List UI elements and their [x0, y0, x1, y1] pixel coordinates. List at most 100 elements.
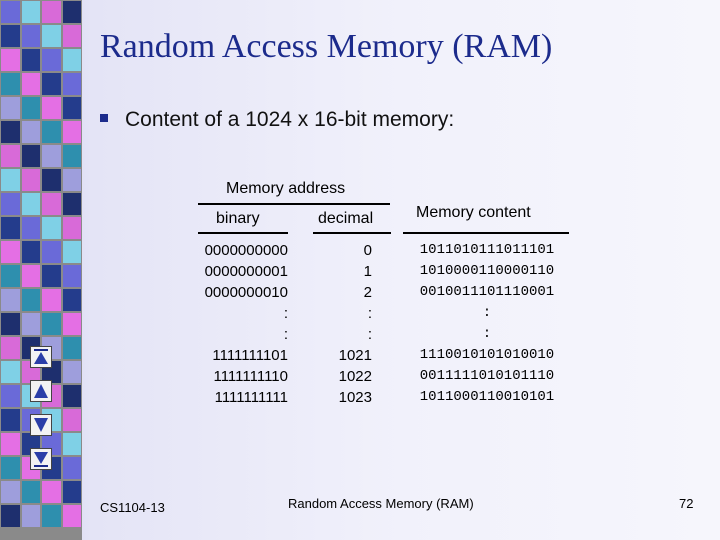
- stripe-cell: [62, 385, 81, 407]
- binary-address-cell: :: [283, 326, 288, 343]
- previous-slide-button[interactable]: [30, 380, 52, 402]
- stripe-cell: [42, 265, 61, 287]
- stripe-cell: [1, 337, 20, 359]
- decimal-header: decimal: [318, 210, 374, 227]
- memory-content-header: Memory content: [416, 204, 531, 221]
- footer-slide-title: Random Access Memory (RAM): [288, 496, 474, 511]
- last-slide-button[interactable]: [30, 448, 52, 470]
- stripe-cell: [21, 313, 40, 335]
- first-slide-button[interactable]: [30, 346, 52, 368]
- stripe-cell: [1, 457, 20, 479]
- previous-slide-icon: [34, 384, 48, 398]
- stripe-cell: [1, 1, 20, 23]
- stripe-cell: [1, 433, 20, 455]
- stripe-cell: [42, 73, 61, 95]
- decimal-address-cell: 2: [363, 284, 372, 301]
- stripe-cell: [1, 385, 20, 407]
- binary-address-cell: :: [283, 305, 288, 322]
- binary-address-cell: 1111111101: [212, 347, 288, 364]
- memory-content-cell: 0010011101110001: [419, 284, 555, 300]
- stripe-cell: [42, 145, 61, 167]
- stripe-cell: [1, 217, 20, 239]
- stripe-cell: [62, 145, 81, 167]
- stripe-cell: [42, 217, 61, 239]
- stripe-cell: [1, 289, 20, 311]
- stripe-cell: [62, 241, 81, 263]
- stripe-cell: [21, 289, 40, 311]
- stripe-cell: [42, 49, 61, 71]
- bullet-square-icon: [100, 114, 108, 122]
- stripe-cell: [42, 1, 61, 23]
- first-slide-icon: [34, 349, 48, 364]
- binary-header: binary: [216, 210, 260, 227]
- footer-course-code: CS1104-13: [100, 500, 165, 515]
- memory-content-cell: 1011000110010101: [419, 389, 555, 405]
- stripe-cell: [42, 193, 61, 215]
- stripe-cell: [1, 505, 20, 527]
- next-slide-button[interactable]: [30, 414, 52, 436]
- memory-content-cell: 1010000110000110: [419, 263, 555, 279]
- stripe-cell: [62, 481, 81, 503]
- stripe-cell: [1, 409, 20, 431]
- memory-content-cell: 0011111010101110: [419, 368, 555, 384]
- stripe-cell: [21, 145, 40, 167]
- stripe-cell: [1, 97, 20, 119]
- stripe-cell: [62, 217, 81, 239]
- stripe-cell: [21, 481, 40, 503]
- slide-title: Random Access Memory (RAM): [100, 28, 553, 65]
- stripe-cell: [21, 217, 40, 239]
- binary-address-cell: 0000000000: [204, 242, 288, 259]
- stripe-cell: [62, 97, 81, 119]
- stripe-cell: [62, 337, 81, 359]
- stripe-cell: [62, 73, 81, 95]
- memory-content-cell: :: [482, 326, 492, 342]
- memory-content-cell: 1110010101010010: [419, 347, 555, 363]
- stripe-cell: [42, 169, 61, 191]
- stripe-cell: [1, 265, 20, 287]
- stripe-cell: [21, 97, 40, 119]
- stripe-cell: [1, 169, 20, 191]
- memory-address-rule: [198, 203, 390, 205]
- stripe-cell: [62, 313, 81, 335]
- stripe-cell: [62, 289, 81, 311]
- stripe-cell: [21, 121, 40, 143]
- stripe-cell: [62, 361, 81, 383]
- stripe-cell: [42, 481, 61, 503]
- binary-address-cell: 1111111110: [213, 368, 288, 385]
- stripe-cell: [21, 169, 40, 191]
- stripe-cell: [21, 265, 40, 287]
- stripe-cell: [42, 505, 61, 527]
- stripe-cell: [42, 289, 61, 311]
- stripe-cell: [21, 73, 40, 95]
- stripe-cell: [21, 505, 40, 527]
- next-slide-icon: [34, 418, 48, 432]
- memory-content-cell: :: [482, 305, 492, 321]
- bullet-text: Content of a 1024 x 16-bit memory:: [125, 108, 455, 131]
- stripe-cell: [62, 121, 81, 143]
- stripe-cell: [1, 361, 20, 383]
- stripe-cell: [1, 145, 20, 167]
- decimal-address-cell: 1022: [338, 368, 372, 385]
- decimal-address-cell: :: [367, 305, 372, 322]
- stripe-cell: [1, 241, 20, 263]
- stripe-cell: [62, 25, 81, 47]
- stripe-cell: [1, 121, 20, 143]
- binary-rule: [198, 232, 288, 234]
- stripe-cell: [62, 433, 81, 455]
- stripe-cell: [1, 25, 20, 47]
- last-slide-icon: [34, 452, 48, 467]
- stripe-cell: [62, 265, 81, 287]
- page-number: 72: [679, 496, 694, 511]
- stripe-cell: [1, 49, 20, 71]
- stripe-cell: [62, 505, 81, 527]
- stripe-cell: [62, 169, 81, 191]
- stripe-cell: [42, 25, 61, 47]
- stripe-cell: [42, 313, 61, 335]
- stripe-cell: [62, 457, 81, 479]
- stripe-cell: [21, 1, 40, 23]
- content-rule: [403, 232, 569, 234]
